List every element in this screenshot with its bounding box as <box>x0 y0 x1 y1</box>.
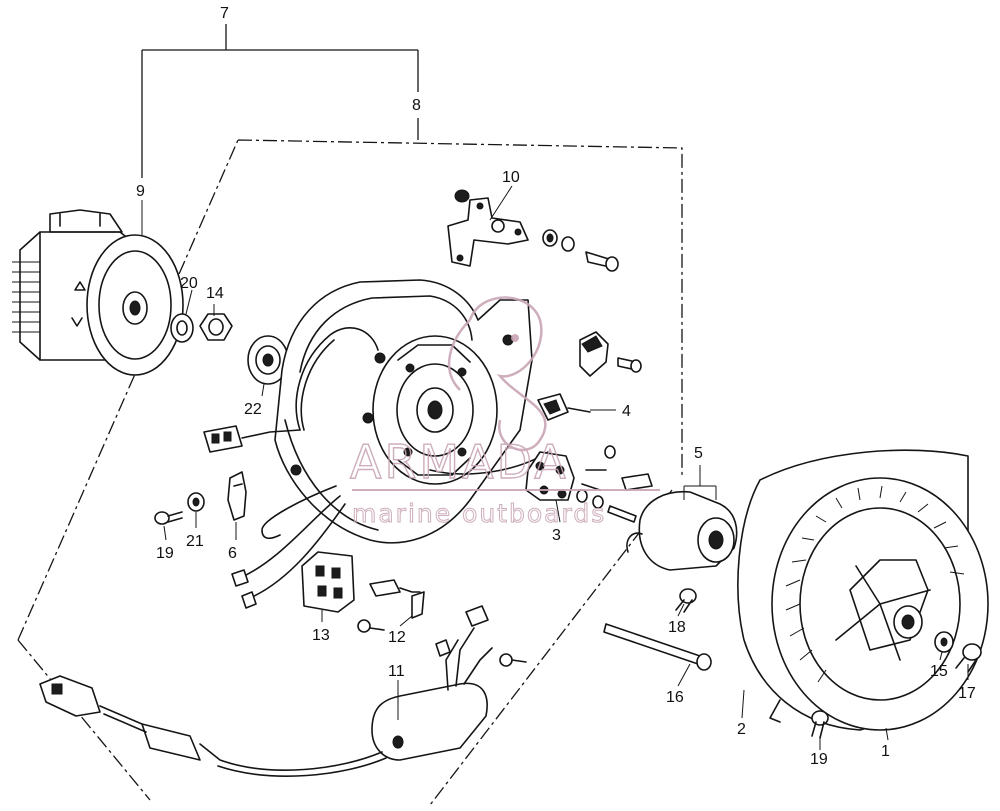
callout-22: 22 <box>244 401 262 418</box>
washer-part-15 <box>934 631 954 653</box>
contact-point-part-4 <box>537 393 591 421</box>
callout-12: 12 <box>388 629 406 646</box>
assembly-brackets <box>17 24 683 806</box>
bracket-part-10 <box>447 189 529 267</box>
condenser-part-3 <box>525 445 653 523</box>
callout-6: 6 <box>228 545 237 562</box>
watermark-tagline: marine outboards <box>352 499 606 528</box>
callout-7: 7 <box>220 5 229 22</box>
callout-labels: 1 2 3 4 5 6 7 8 9 10 11 12 13 14 15 16 1… <box>136 5 976 768</box>
sensor-cable <box>39 675 387 777</box>
callout-19-left: 19 <box>156 545 174 562</box>
cam-clip <box>579 331 642 377</box>
leader-lines <box>141 185 969 750</box>
terminal-block-part-13 <box>301 551 355 613</box>
callout-17: 17 <box>958 685 976 702</box>
cdi-unit-part-11 <box>371 605 527 761</box>
bolt-part-17 <box>955 643 982 673</box>
bolt-part-19-right <box>811 710 829 739</box>
fan-cover-part-1 <box>737 449 989 731</box>
bolt-part-19-left <box>154 511 183 525</box>
callout-19-right: 19 <box>810 751 828 768</box>
callout-13: 13 <box>312 627 330 644</box>
watermark-brand: ARMADA <box>350 435 569 489</box>
callout-16: 16 <box>666 689 684 706</box>
washer-part-21 <box>187 492 205 512</box>
callout-2: 2 <box>737 721 746 738</box>
callout-21: 21 <box>186 533 204 550</box>
stud-part-16 <box>603 623 712 671</box>
rotor-part-9 <box>12 209 184 376</box>
callout-4: 4 <box>622 403 631 420</box>
callout-9: 9 <box>136 183 145 200</box>
callout-10: 10 <box>502 169 520 186</box>
nut-part-14 <box>199 313 233 341</box>
callout-11: 11 <box>388 663 405 680</box>
stator-assembly <box>274 279 549 544</box>
clip-part-6 <box>227 471 247 521</box>
wire-connector <box>203 425 301 453</box>
callout-8: 8 <box>412 97 421 114</box>
callout-5: 5 <box>694 445 703 462</box>
lead-wires <box>231 485 346 609</box>
callout-14: 14 <box>206 285 224 302</box>
bolt-part-18 <box>675 588 697 613</box>
washer-part-20 <box>170 313 194 343</box>
fasteners-part-10 <box>542 229 619 272</box>
callout-1: 1 <box>881 743 890 760</box>
callout-20: 20 <box>180 275 198 292</box>
callout-3: 3 <box>552 527 561 544</box>
callout-18: 18 <box>668 619 686 636</box>
watermark: ARMADA marine outboards <box>349 296 660 529</box>
fuse-part-12 <box>357 579 425 633</box>
callout-15: 15 <box>930 663 948 680</box>
